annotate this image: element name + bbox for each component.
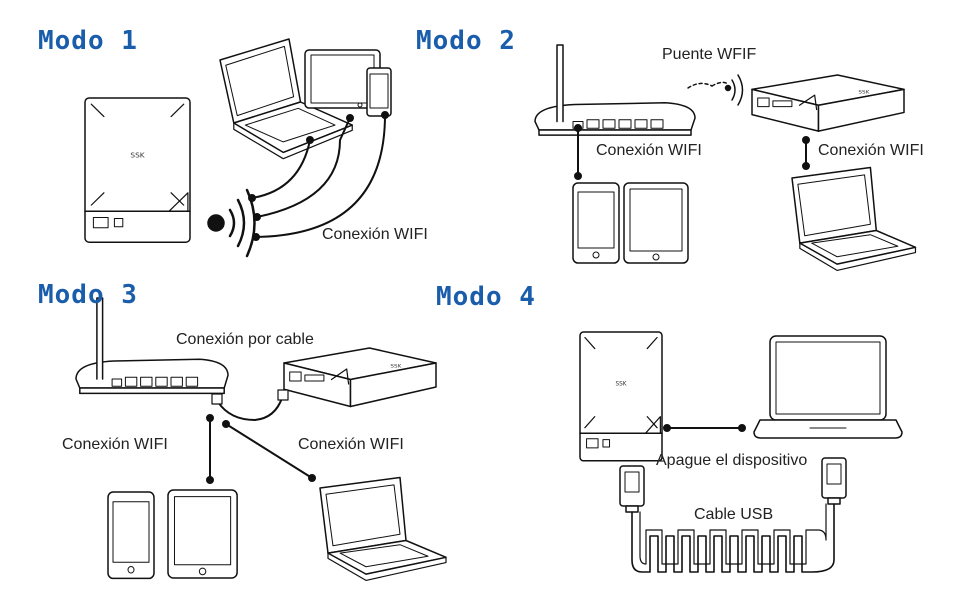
mode1-storage-device <box>84 97 191 243</box>
mode4-link-line <box>664 425 745 431</box>
mode2-bridge-signal-icon <box>688 75 743 105</box>
mode4-usb-cable <box>632 504 834 572</box>
mode1-wifi-signal-icon <box>208 190 255 256</box>
mode2-laptop <box>791 166 917 272</box>
mode3-storage-device <box>283 347 437 408</box>
mode3-phone <box>107 491 155 580</box>
mode2-right-line <box>803 137 809 169</box>
mode1-phone <box>367 68 391 116</box>
mode3-right-line <box>223 421 315 481</box>
mode2-left-line <box>575 125 581 179</box>
mode2-storage-device <box>751 74 905 132</box>
mode3-title: Modo 3 <box>38 280 138 310</box>
mode3-tablet <box>167 489 238 579</box>
mode4-storage-device <box>579 331 663 462</box>
mode4-usb-a-connector-icon <box>822 458 846 504</box>
mode2-wifi-right-label: Conexión WIFI <box>818 142 924 159</box>
mode1-connection-lines <box>249 112 388 240</box>
mode4-laptop <box>754 336 902 438</box>
mode3-wifi-right-label: Conexión WIFI <box>298 436 404 453</box>
mode2-tablet <box>623 182 689 264</box>
mode2-title: Modo 2 <box>416 26 516 56</box>
mode3-laptop <box>319 476 447 582</box>
mode3-wifi-left-label: Conexión WIFI <box>62 436 168 453</box>
mode4-usb-cable-label: Cable USB <box>694 506 774 523</box>
mode3-cable-label: Conexión por cable <box>176 331 314 348</box>
mode2-wifi-left-label: Conexión WIFI <box>596 142 702 159</box>
mode2-phone <box>572 182 620 264</box>
mode4-power-off-label: Apague el dispositivo <box>656 452 808 469</box>
mode4-usb-micro-b-connector-icon <box>620 466 644 512</box>
mode1-title: Modo 1 <box>38 26 138 56</box>
mode4-title: Modo 4 <box>436 282 536 312</box>
mode2-bridge-label: Puente WFIF <box>662 46 757 63</box>
mode3-left-line <box>207 415 213 483</box>
mode3-ethernet-cable <box>212 390 288 420</box>
mode1-wifi-label: Conexión WIFI <box>322 226 428 243</box>
